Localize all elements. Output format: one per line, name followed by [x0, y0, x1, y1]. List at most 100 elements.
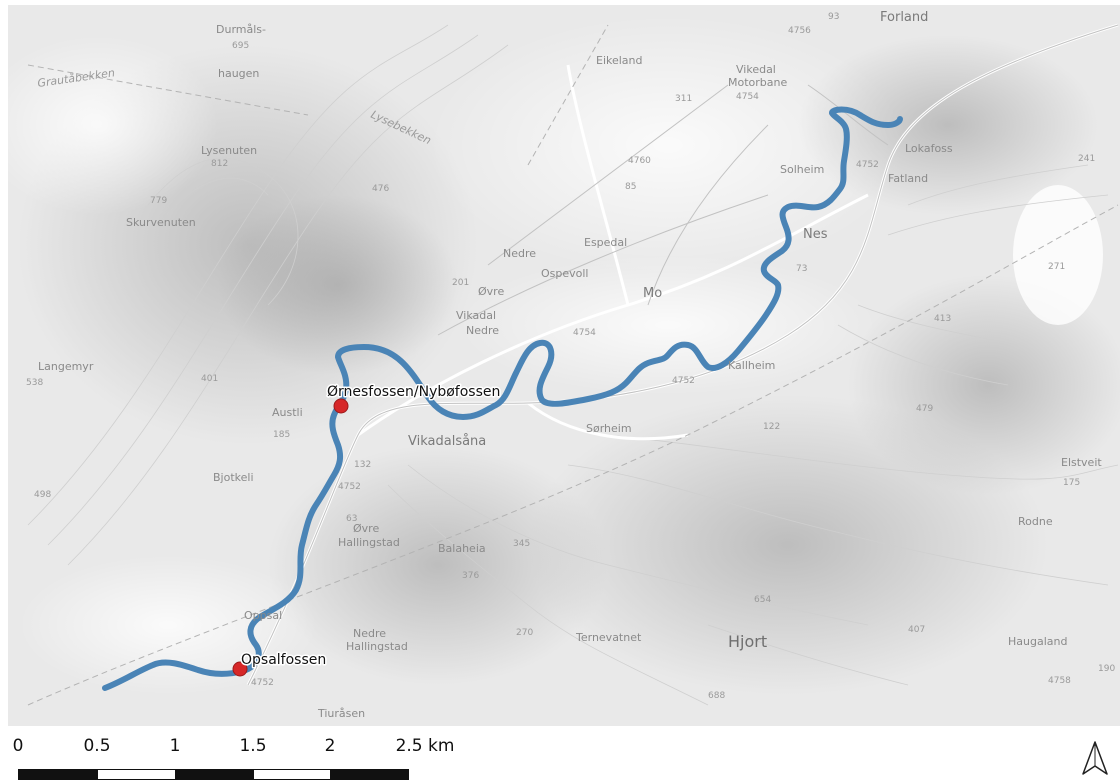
scale-segment-5 — [330, 769, 409, 780]
label-haugaland: Haugaland — [1008, 635, 1067, 648]
label-vikedal-motorbane-2: Motorbane — [728, 76, 787, 89]
road-4752-c: 4752 — [338, 482, 361, 492]
road-4754-b: 4754 — [573, 328, 596, 338]
elevation-85: 85 — [625, 182, 636, 192]
elevation-812: 812 — [211, 159, 228, 169]
elevation-241: 241 — [1078, 154, 1095, 164]
label-ovre-hallingstad-1: Øvre — [353, 522, 379, 535]
contour-lines — [27, 24, 1119, 706]
elevation-93: 93 — [828, 12, 839, 22]
label-nedre-hallingstad-1: Nedre — [353, 627, 386, 640]
label-lysenuten: Lysenuten — [201, 144, 257, 157]
road-4758: 4758 — [1048, 676, 1071, 686]
label-durmals: Durmåls- — [216, 23, 266, 36]
label-nedre: Nedre — [503, 247, 536, 260]
label-rodne: Rodne — [1018, 515, 1053, 528]
label-austli: Austli — [272, 406, 303, 419]
elevation-479: 479 — [916, 404, 933, 414]
road-4752-d: 4752 — [251, 678, 274, 688]
label-ovre: Øvre — [478, 285, 504, 298]
topographic-map: Durmåls- haugen Grautåbekken Lysebekken … — [8, 10, 1120, 720]
elevation-190: 190 — [1098, 664, 1115, 674]
north-arrow-icon — [1080, 740, 1110, 776]
label-nedre-hallingstad-2: Hallingstad — [346, 640, 408, 653]
label-ternevatnet: Ternevatnet — [575, 631, 642, 644]
label-espedal: Espedal — [584, 236, 627, 249]
label-balaheia: Balaheia — [438, 542, 486, 555]
scale-segment-2 — [97, 769, 176, 780]
scale-bar: 0 0.5 1 1.5 2 2.5 km — [0, 728, 460, 780]
power-lines — [27, 24, 1119, 706]
label-oppsal: Oppsal — [244, 609, 282, 622]
elevation-63: 63 — [346, 514, 357, 524]
label-solheim: Solheim — [780, 163, 824, 176]
elevation-201: 201 — [452, 278, 469, 288]
elevation-407: 407 — [908, 625, 925, 635]
label-vikadal: Vikadal — [456, 309, 496, 322]
label-nes: Nes — [803, 227, 828, 242]
label-kallheim: Kallheim — [728, 359, 775, 372]
minor-roads — [247, 24, 1119, 686]
label-elstveit: Elstveit — [1061, 456, 1102, 469]
label-lokafoss: Lokafoss — [905, 142, 953, 155]
scale-segment-4 — [253, 769, 331, 780]
label-hjort: Hjort — [728, 632, 767, 651]
label-ovre-hallingstad-2: Hallingstad — [338, 536, 400, 549]
elevation-401: 401 — [201, 374, 218, 384]
elevation-476: 476 — [372, 184, 389, 194]
label-tiurasen: Tiuråsen — [317, 707, 365, 720]
road-number-labels: 4756 4754 4760 4752 4752 4752 4752 4758 … — [251, 26, 1071, 688]
road-4752-b: 4752 — [672, 376, 695, 386]
river-vikadalsana — [102, 106, 903, 691]
elevation-538: 538 — [26, 378, 43, 388]
waterfall-marker-opsalfossen[interactable] — [232, 661, 248, 677]
elevation-345: 345 — [513, 539, 530, 549]
road-4760: 4760 — [628, 156, 651, 166]
label-bjotkeli: Bjotkeli — [213, 471, 254, 484]
elevation-73: 73 — [796, 264, 807, 274]
label-nedre2: Nedre — [466, 324, 499, 337]
scale-tick-1: 1 — [169, 736, 181, 756]
elevation-185: 185 — [273, 430, 290, 440]
label-langemyr: Langemyr — [38, 360, 94, 373]
waterfall-markers: Ørnesfossen/Nybøfossen Opsalfossen — [232, 383, 502, 677]
elevation-270: 270 — [516, 628, 533, 638]
scale-segment-3 — [175, 769, 254, 780]
scale-tick-1-5: 1.5 — [239, 736, 267, 756]
scale-segment-1 — [18, 769, 98, 780]
road-4754: 4754 — [736, 92, 759, 102]
elevation-376: 376 — [462, 571, 479, 581]
label-ospevoll: Ospevoll — [541, 267, 589, 280]
waterfall-label-ornesfossen: Ørnesfossen/Nybøfossen — [327, 384, 500, 400]
elevation-498: 498 — [34, 490, 51, 500]
label-eikeland: Eikeland — [596, 54, 643, 67]
label-sorheim: Sørheim — [586, 422, 632, 435]
elevation-122: 122 — [763, 422, 780, 432]
label-forland: Forland — [880, 10, 928, 25]
label-haugen: haugen — [218, 67, 259, 80]
elevation-labels: 695 812 779 538 498 401 476 311 85 73 20… — [26, 12, 1115, 701]
label-vikedal-motorbane-1: Vikedal — [736, 63, 776, 76]
elevation-695: 695 — [232, 41, 249, 51]
elevation-413: 413 — [934, 314, 951, 324]
elevation-654: 654 — [754, 595, 771, 605]
waterfall-label-opsalfossen: Opsalfossen — [241, 652, 326, 668]
label-vikadalsana: Vikadalsåna — [408, 434, 486, 449]
road-4756: 4756 — [788, 26, 811, 36]
hillshade — [8, 15, 1120, 695]
elevation-175: 175 — [1063, 478, 1080, 488]
elevation-779: 779 — [150, 196, 167, 206]
elevation-271: 271 — [1048, 262, 1065, 272]
map-view[interactable]: Durmåls- haugen Grautåbekken Lysebekken … — [8, 5, 1120, 726]
scale-tick-2: 2 — [324, 736, 336, 756]
elevation-132: 132 — [354, 460, 371, 470]
scale-tick-0-5: 0.5 — [83, 736, 111, 756]
road-4752-a: 4752 — [856, 160, 879, 170]
scale-tick-2-5-km: 2.5 km — [395, 736, 455, 756]
scale-tick-0: 0 — [12, 736, 24, 756]
waterfall-marker-ornesfossen[interactable] — [333, 398, 349, 414]
label-mo: Mo — [643, 286, 662, 301]
elevation-688: 688 — [708, 691, 725, 701]
label-skurvenuten: Skurvenuten — [126, 216, 196, 229]
elevation-311: 311 — [675, 94, 692, 104]
